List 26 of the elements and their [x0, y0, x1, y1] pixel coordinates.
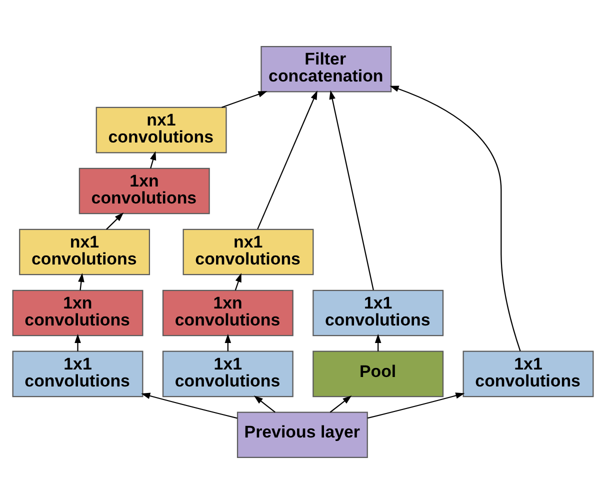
- arrow: [257, 90, 318, 230]
- node-box: 1x1 convolutions: [162, 350, 294, 398]
- arrow: [329, 90, 374, 290]
- node-box: Previous layer: [236, 412, 368, 458]
- node-box: 1xn convolutions: [78, 168, 210, 214]
- arrow: [390, 86, 521, 352]
- node-box: Filter concatenation: [260, 46, 392, 92]
- node-box: 1x1 convolutions: [462, 350, 594, 398]
- arrow: [330, 396, 352, 413]
- arrow: [141, 392, 238, 419]
- node-box: 1xn convolutions: [162, 290, 294, 336]
- node-box: nx1 convolutions: [96, 106, 227, 154]
- arrow: [254, 396, 276, 413]
- node-box: 1xn convolutions: [12, 290, 144, 336]
- arrow: [222, 91, 268, 108]
- arrow: [106, 212, 124, 230]
- node-box: 1x1 convolutions: [312, 290, 444, 336]
- node-box: nx1 convolutions: [19, 228, 150, 276]
- node-box: Pool: [312, 350, 444, 398]
- arrow: [74, 334, 81, 352]
- arrow: [367, 392, 465, 419]
- node-box: nx1 convolutions: [182, 228, 314, 276]
- node-box: 1x1 convolutions: [12, 350, 144, 398]
- arrow: [78, 272, 84, 290]
- arrow: [234, 273, 242, 290]
- arrow: [150, 151, 156, 169]
